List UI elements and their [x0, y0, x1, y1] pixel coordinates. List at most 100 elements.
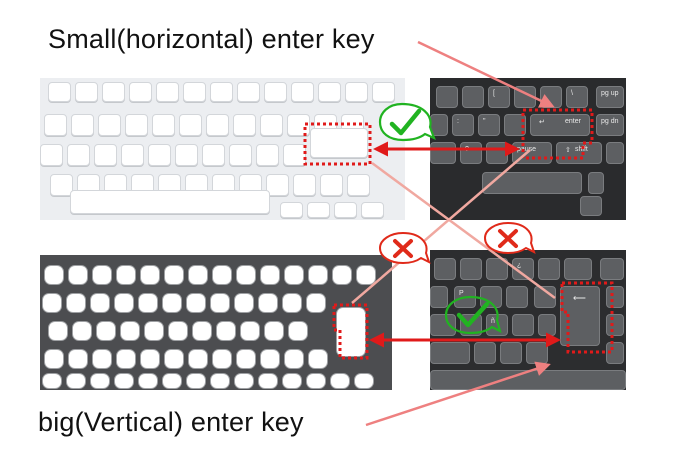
key — [114, 293, 134, 313]
key — [96, 321, 116, 341]
key — [538, 258, 560, 280]
key — [138, 293, 158, 313]
cross-icon — [483, 221, 536, 255]
key — [48, 321, 68, 341]
key — [356, 265, 376, 285]
key — [44, 265, 64, 285]
key — [66, 373, 86, 389]
key — [288, 321, 308, 341]
key-page-down: pg dn — [596, 114, 624, 136]
key — [140, 349, 160, 369]
key — [186, 293, 206, 313]
key — [90, 293, 110, 313]
key — [164, 349, 184, 369]
key — [606, 142, 624, 164]
key — [506, 286, 528, 308]
key — [114, 373, 134, 389]
key — [334, 202, 357, 218]
key-shift: ⇧ shift — [556, 142, 602, 164]
key — [361, 202, 384, 218]
key-semicolon: : — [452, 114, 474, 136]
key — [283, 144, 306, 166]
key — [144, 321, 164, 341]
check-icon — [444, 295, 502, 335]
key — [210, 293, 230, 313]
key — [282, 293, 302, 313]
key — [284, 349, 304, 369]
key-inverted-question: ¿ — [512, 258, 534, 280]
up-arrow-icon: ⇧ — [565, 147, 571, 154]
return-arrow-icon: ⟵ — [573, 293, 586, 303]
key — [236, 265, 256, 285]
key — [600, 258, 624, 280]
key — [287, 114, 310, 136]
key — [116, 349, 136, 369]
key — [44, 114, 67, 136]
key — [102, 82, 125, 102]
key — [129, 82, 152, 102]
key-label: pg dn — [601, 118, 619, 125]
key — [186, 373, 206, 389]
key — [42, 373, 62, 389]
label-small-enter-key: Small(horizontal) enter key — [48, 24, 375, 54]
key — [92, 265, 112, 285]
key — [71, 114, 94, 136]
key — [320, 174, 343, 196]
label-big-enter-key: big(Vertical) enter key — [38, 407, 304, 437]
key — [264, 321, 284, 341]
key — [164, 265, 184, 285]
key-label: P — [459, 290, 464, 297]
key-label: ¿ — [517, 262, 522, 269]
key — [284, 265, 304, 285]
key — [293, 174, 316, 196]
key — [236, 349, 256, 369]
mismatch-line-b — [351, 149, 531, 304]
key — [430, 286, 448, 308]
key — [140, 265, 160, 285]
key — [90, 373, 110, 389]
check-icon — [378, 102, 436, 142]
key — [330, 373, 350, 389]
key — [152, 114, 175, 136]
key — [44, 349, 64, 369]
key — [192, 321, 212, 341]
key — [307, 202, 330, 218]
key-label: \ — [571, 90, 573, 97]
key — [138, 373, 158, 389]
key — [210, 82, 233, 102]
cross-icon — [378, 231, 431, 265]
mismatch-line-a — [371, 161, 556, 300]
key — [347, 174, 370, 196]
key — [70, 190, 270, 214]
key-label: : — [457, 118, 459, 125]
key — [434, 258, 456, 280]
key-label: pg up — [601, 90, 619, 97]
key — [148, 144, 171, 166]
key-label: pause — [517, 146, 537, 153]
key — [75, 82, 98, 102]
highlight-horizontal-enter-dark — [521, 108, 594, 160]
key — [50, 174, 73, 196]
return-arrow-icon: ↵ — [539, 119, 545, 126]
key-quote: " — [478, 114, 500, 136]
key — [240, 321, 260, 341]
key — [92, 349, 112, 369]
key — [168, 321, 188, 341]
key — [179, 114, 202, 136]
highlight-horizontal-enter-white — [303, 122, 372, 166]
key — [282, 373, 302, 389]
label-arrow-top — [417, 40, 555, 108]
keyboard-photo-vertical-enter-white — [40, 255, 392, 390]
key — [280, 202, 303, 218]
key — [188, 349, 208, 369]
key-page-up: pg up — [596, 86, 624, 108]
key — [256, 144, 279, 166]
key — [354, 373, 374, 389]
key — [482, 172, 582, 194]
key — [162, 293, 182, 313]
key — [202, 144, 225, 166]
key — [162, 373, 182, 389]
key — [42, 293, 62, 313]
key — [98, 114, 121, 136]
key — [332, 265, 352, 285]
